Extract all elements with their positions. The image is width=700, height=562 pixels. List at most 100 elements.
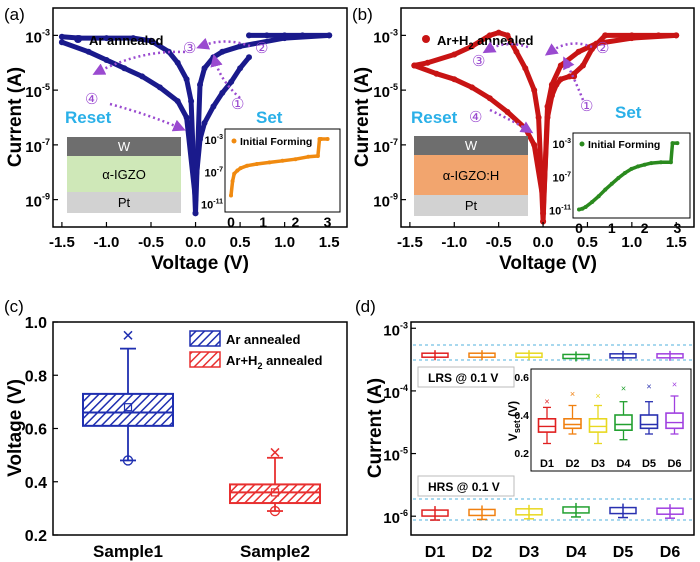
panel-d-lrs-label-box — [417, 366, 515, 388]
panel-b-point — [580, 62, 586, 69]
inset-y-tick-label: 10-7 — [553, 171, 572, 184]
panel-d-inset-ylabel-sub: set — [512, 420, 522, 433]
panel-a-point — [246, 54, 252, 61]
panel-b-point — [673, 32, 680, 39]
panel-b-point — [411, 62, 418, 69]
inset-box-outlier: × — [544, 397, 549, 407]
inset-box-outlier: × — [672, 380, 677, 390]
panel-a-stack: W α-IGZO Pt — [67, 137, 181, 213]
panel-c-ylabel: Voltage (V) — [5, 379, 26, 477]
panel-c-legend-swatch-2 — [189, 351, 221, 368]
inset-y-tick-label: 10-11 — [201, 199, 223, 212]
panel-d-category-label: D5 — [613, 544, 634, 561]
panel-d-category-label: D4 — [566, 544, 587, 561]
panel-b-point — [486, 32, 493, 39]
panel-d-hrs-label: HRS @ 0.1 V — [428, 480, 500, 494]
panel-b-point — [424, 59, 431, 66]
panel-a-point — [174, 98, 181, 105]
inset-point — [229, 193, 233, 198]
panel-a-layer-bottom-label: Pt — [118, 195, 131, 210]
inset-box-outlier: × — [646, 382, 651, 392]
panel-a-layer-mid — [67, 156, 181, 192]
panel-b-series-4 — [411, 30, 546, 224]
panel-c-legend-swatch-1 — [189, 330, 221, 347]
panel-b-arrow-1 — [563, 56, 585, 101]
panel-c-category-label: Sample1 — [93, 542, 163, 561]
inset-point — [668, 160, 673, 165]
inset-point — [245, 163, 250, 168]
inset-d-y-tick-label: 0.4 — [514, 410, 529, 422]
box-outlier-min — [122, 455, 134, 466]
panel-b-layer-bottom — [414, 195, 528, 216]
inset-point — [580, 206, 585, 211]
panel-a-point — [148, 37, 154, 44]
panel-b-point — [548, 81, 555, 88]
inset-box-body — [537, 417, 557, 433]
panel-a-series — [58, 32, 333, 217]
panel-a-legend-marker — [74, 35, 82, 43]
panel-x-tick-label: 0.5 — [230, 234, 251, 251]
panel-a-reset-label: Reset — [65, 108, 112, 127]
inset-x-tick-label: 2 — [641, 220, 649, 236]
panel-a-point — [174, 59, 181, 66]
panel-a-layer-bottom — [67, 192, 181, 213]
panel-a-point — [103, 35, 110, 42]
panel-a-point — [197, 81, 203, 88]
panel-d-inset-ylabel-unit: (V) — [506, 401, 520, 420]
panel-b-y-ticks: 10-310-510-710-9 — [373, 27, 406, 211]
panel-c-legend-label-2: Ar+H2 annealed — [226, 353, 322, 371]
panel-a-point — [130, 35, 137, 42]
panel-x-tick-label: 1.0 — [621, 234, 642, 251]
panel-a-point — [246, 32, 252, 39]
panel-b-point — [535, 114, 542, 121]
box-mean — [270, 488, 280, 497]
panel-a-step-1: ① — [231, 96, 244, 113]
panel-a-point — [219, 89, 226, 96]
panel-b-point — [575, 48, 582, 55]
inset-point — [306, 154, 311, 159]
panel-d-y-tick-label: 10-3 — [383, 320, 408, 339]
panel-d-inset-frame — [530, 368, 692, 472]
panel-a-point — [237, 43, 244, 50]
panel-a-point — [228, 78, 235, 85]
panel-b-point — [486, 95, 493, 102]
panel-b-xlabel: Voltage (V) — [499, 253, 597, 274]
panel-a-point — [192, 196, 199, 203]
inset-point — [629, 166, 634, 171]
panel-y-tick-label: 10-9 — [25, 192, 50, 211]
panel-a-legend-label: Ar annealed — [89, 33, 163, 48]
panel-b-stack: W α-IGZO:H Pt — [414, 136, 528, 216]
panel-b-ylabel: Current (A) — [352, 67, 373, 167]
panel-a-layer-top-label: W — [118, 139, 131, 154]
panel-c-y-tick-label: 0.4 — [25, 475, 47, 492]
panel-x-tick-label: 0.5 — [577, 234, 598, 251]
panel-b-legend-rest: annealed — [473, 33, 533, 48]
panel-a-inset-legend-marker — [231, 138, 237, 144]
panel-x-tick-label: 1.0 — [274, 234, 295, 251]
panel-b-point — [522, 65, 529, 72]
panel-c-legend-main-2: Ar+H — [226, 353, 257, 368]
inset-point — [325, 137, 330, 141]
panel-b-step-2: ② — [596, 40, 609, 57]
panel-a-step-2: ② — [255, 40, 268, 57]
panel-b-legend-label: Ar+H2 annealed — [437, 33, 533, 51]
panel-b-legend-main: Ar+H — [437, 33, 468, 48]
panel-b-layer-top — [414, 136, 528, 155]
panel-a-point — [183, 114, 190, 121]
panel-c-y-ticks: 1.00.80.60.40.2 — [25, 315, 58, 545]
panel-b-arrow-2 — [544, 42, 593, 56]
inset-point — [590, 200, 595, 204]
panel-b-inset-y-ticks: 10-310-710-11 — [549, 138, 571, 217]
panel-d-inset-y-ticks: 0.60.40.2 — [514, 372, 529, 460]
inset-box-outlier: × — [595, 391, 600, 401]
inset-point — [622, 171, 627, 175]
panel-b-reset-label: Reset — [411, 108, 458, 127]
panel-a-arrow-2 — [196, 37, 251, 50]
panel-a-arrow-1 — [210, 53, 241, 99]
